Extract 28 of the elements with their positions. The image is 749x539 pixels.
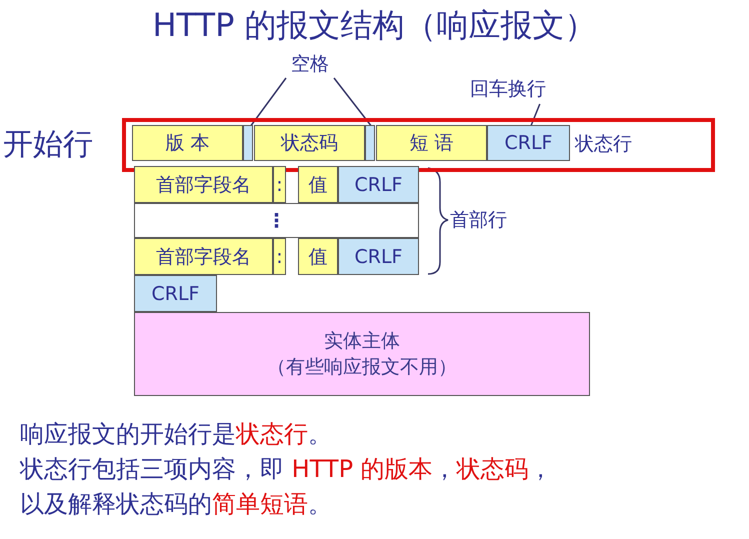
note-text: 响应报文的开始行是状态行。 (20, 419, 332, 450)
row-label: 首部行 (450, 208, 507, 233)
colon-cell: : (273, 166, 286, 203)
value-cell: 值 (298, 238, 338, 275)
leader-line (249, 78, 287, 128)
field-cell: 首部字段名 (134, 238, 273, 275)
note-text: 状态行包括三项内容，即 HTTP 的版本，状态码， (20, 454, 553, 485)
crlf-cell: CRLF (134, 275, 217, 312)
value-cell: 值 (298, 166, 338, 203)
note-text: 以及解释状态码的简单短语。 (20, 489, 332, 520)
field-cell: 版 本 (132, 125, 243, 161)
spacer-cell (365, 125, 375, 161)
crlf-cell: CRLF (487, 125, 570, 161)
row-label: 状态行 (575, 132, 632, 157)
spacer-cell (243, 125, 253, 161)
field-cell: 首部字段名 (134, 166, 273, 203)
callout-label: 回车换行 (455, 74, 561, 104)
colon-cell: : (273, 238, 286, 275)
crlf-cell: CRLF (338, 238, 419, 275)
row-label: 开始行 (3, 126, 93, 164)
ellipsis-row: ⋮ (134, 203, 419, 238)
crlf-cell: CRLF (338, 166, 419, 203)
field-cell: 短 语 (376, 125, 487, 161)
entity-body-box: 实体主体 （有些响应报文不用） (134, 312, 590, 396)
leader-line (333, 78, 373, 128)
title: HTTP 的报文结构（响应报文） (151, 5, 598, 46)
callout-label: 空格 (270, 50, 350, 78)
field-cell: 状态码 (254, 125, 365, 161)
